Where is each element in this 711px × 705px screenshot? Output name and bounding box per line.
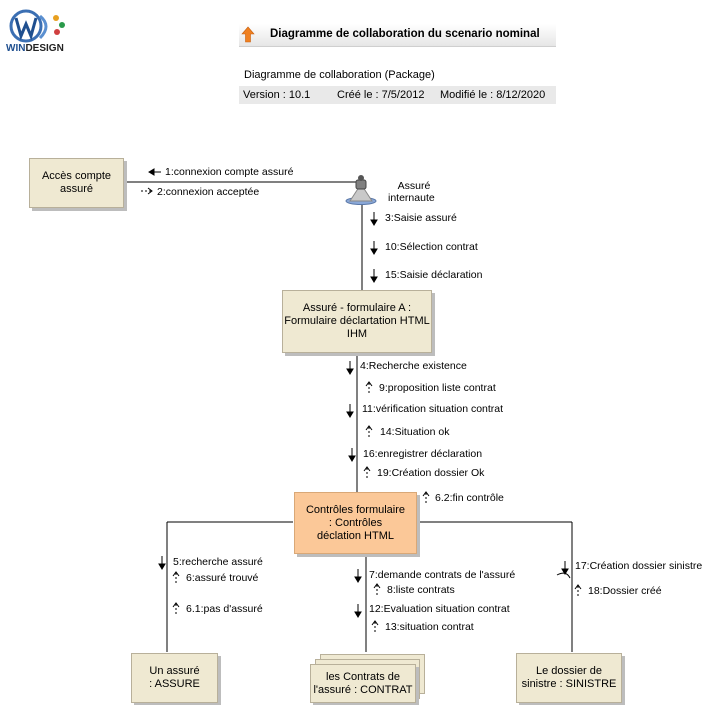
logo-wordmark: WINDESIGN [6, 43, 64, 54]
message-label: 13:situation contrat [385, 621, 474, 633]
message-label: 5:recherche assuré [173, 556, 263, 568]
message-label: 6.2:fin contrôle [435, 492, 504, 504]
message-label: 9:proposition liste contrat [379, 382, 496, 394]
message-label: 10:Sélection contrat [385, 241, 478, 253]
message-label: 18:Dossier créé [588, 585, 662, 597]
header-title-bar: Diagramme de collaboration du scenario n… [239, 24, 556, 47]
created-date: Créé le : 7/5/2012 [337, 89, 425, 101]
message-label: 12:Evaluation situation contrat [369, 603, 510, 615]
message-label: 8:liste contrats [387, 584, 455, 596]
message-label: 11:vérification situation contrat [362, 403, 504, 415]
message-label: 1:connexion compte assuré [165, 166, 294, 178]
message-label: 17:Création dossier sinistre [575, 560, 703, 572]
diagram-type: Diagramme de collaboration (Package) [244, 69, 435, 81]
version-label: Version : 10.1 [243, 89, 311, 101]
message-label: 19:Création dossier Ok [377, 467, 485, 479]
diagram-header: Diagramme de collaboration du scenario n… [239, 24, 556, 104]
actor-icon [345, 175, 377, 205]
message-label: 2:connexion acceptée [157, 186, 260, 198]
modified-date: Modifié le : 8/12/2020 [440, 89, 546, 101]
message-label: 4:Recherche existence [360, 360, 467, 372]
message-label: 3:Saisie assuré [385, 212, 457, 224]
message-label: 7:demande contrats de l'assuré [369, 569, 516, 581]
message-label: 16:enregistrer déclaration [363, 448, 483, 460]
object-formulaire[interactable]: Assuré - formulaire A :Formulaire déclar… [282, 290, 432, 353]
message-label: 6:assuré trouvé [186, 572, 259, 584]
message-label: 14:Situation ok [380, 426, 450, 438]
arrow-up-icon[interactable] [241, 26, 255, 43]
message-label: 15:Saisie déclaration [385, 269, 483, 281]
windesign-logo [9, 9, 65, 43]
message-label: 6.1:pas d'assuré [186, 603, 263, 615]
object-assure[interactable]: Un assuré: ASSURE [131, 653, 218, 703]
header-meta: Version : 10.1 Créé le : 7/5/2012 Modifi… [239, 86, 556, 104]
page-title: Diagramme de collaboration du scenario n… [270, 28, 540, 40]
